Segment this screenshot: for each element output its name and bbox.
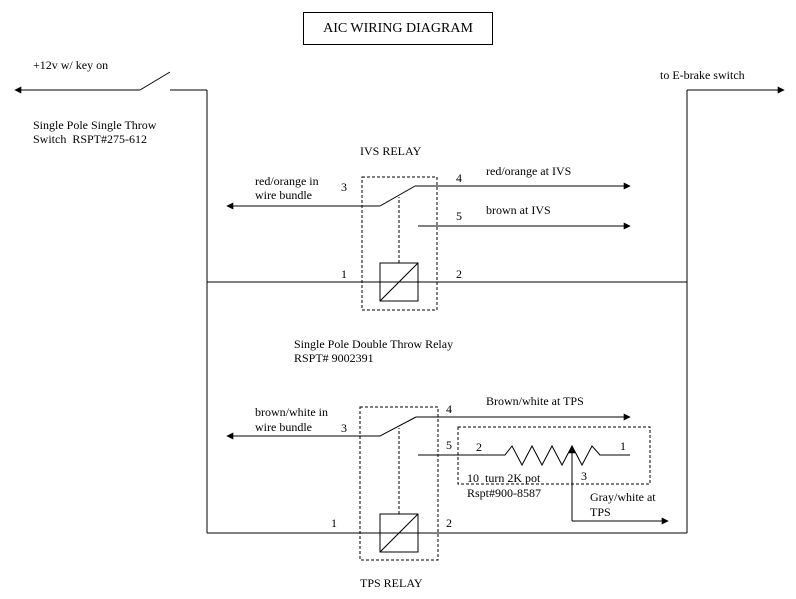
ivs-relay-name: IVS RELAY: [360, 144, 422, 158]
tps-relay-box: [359, 406, 439, 561]
pot-pin-3: 3: [581, 469, 587, 483]
tps-coil-slash: [379, 513, 419, 553]
tps-pin-3: 3: [341, 421, 347, 435]
tps-contact-blade: [379, 416, 417, 437]
ivs-contact-blade: [379, 185, 416, 207]
ivs-coil-slash: [379, 262, 419, 302]
tps-pin-1: 1: [331, 516, 337, 530]
ivs-pin-2: 2: [456, 267, 462, 281]
ivs-out4-label: red/orange at IVS: [486, 164, 572, 178]
ebrake-label: to E-brake switch: [660, 68, 745, 82]
supply-label: +12v w/ key on: [33, 58, 109, 72]
ivs-input-label-line2: wire bundle: [255, 188, 312, 202]
pot-box: [457, 426, 651, 485]
tps-relay-name: TPS RELAY: [360, 576, 423, 590]
pot-pin-2: 2: [476, 440, 482, 454]
ivs-relay-box: [361, 176, 438, 311]
tps-input-label-line1: brown/white in: [255, 405, 328, 419]
relay-type-line2: RSPT# 9002391: [294, 351, 374, 365]
pot-wiper-label-line2: TPS: [590, 505, 611, 519]
pot-resistor: [497, 444, 630, 467]
switch-name-line2: Switch RSPT#275-612: [33, 132, 148, 146]
tps-pin-5: 5: [446, 438, 452, 452]
relay-type-line1: Single Pole Double Throw Relay: [294, 337, 454, 351]
tps-pin-4: 4: [446, 402, 452, 416]
switch-name-line1: Single Pole Single Throw: [33, 118, 157, 132]
pot-pin-1: 1: [620, 439, 626, 453]
tps-out4-label: Brown/white at TPS: [486, 394, 584, 408]
ivs-input-label-line1: red/orange in: [255, 174, 319, 188]
ivs-pin-5: 5: [456, 209, 462, 223]
switch-blade: [139, 71, 171, 91]
diagram-title: AIC WIRING DIAGRAM: [303, 12, 493, 45]
ivs-pin-3: 3: [341, 180, 347, 194]
ivs-out5-label: brown at IVS: [486, 203, 551, 217]
pot-name-line1: 10 turn 2K pot: [467, 471, 541, 485]
ivs-pin-4: 4: [456, 171, 462, 185]
pot-wiper-label-line1: Gray/white at: [590, 490, 656, 504]
pot-name-line2: Rspt#900-8587: [467, 486, 542, 500]
tps-pin-2: 2: [446, 516, 452, 530]
ivs-pin-1: 1: [341, 267, 347, 281]
tps-input-label-line2: wire bundle: [255, 420, 312, 434]
